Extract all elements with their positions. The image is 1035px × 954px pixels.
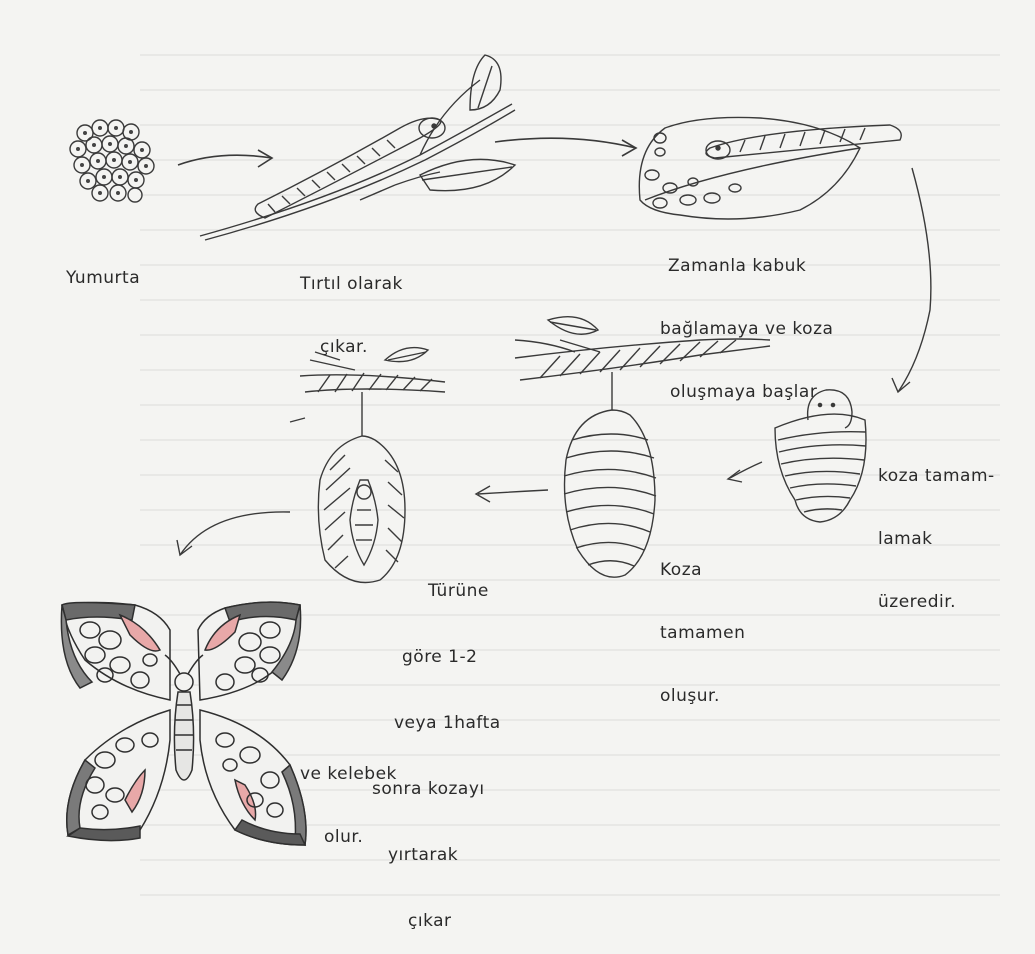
cocoon-forming-label-line-3: üzeredir. [878,592,995,613]
cocoon-complete-label: Koza tamamen oluşur. [660,518,745,728]
complete-cocoon-icon [564,410,656,577]
butterfly-icon [61,602,306,845]
arrow-hatching-to-butterfly [177,512,290,555]
arrow-forming-to-complete [728,462,762,482]
arrow-leaf-to-forming-cocoon [892,168,931,392]
leaf-attach-label: Zamanla kabuk bağlamaya ve koza oluşmaya… [660,214,833,424]
caterpillar-branch [200,55,515,240]
eggs-label: Yumurta [66,226,140,310]
eggs-label-text: Yumurta [66,268,140,289]
cocoon-forming-label-line-1: koza tamam- [878,466,995,487]
cocoon-forming-label-line-2: lamak [878,529,995,550]
hatching-label-line-1: Türüne [372,580,501,602]
arrow-caterpillar-to-leaf [495,138,636,156]
cocoon-complete-label-line-1: Koza [660,560,745,581]
caterpillar-icon [255,118,445,218]
egg-cluster [70,120,154,202]
hatching-label-line-6: çıkar [372,910,501,932]
leaf-attach-label-line-3: oluşmaya başlar [660,382,833,403]
leaf-attach-label-line-2: bağlamaya ve koza [660,319,833,340]
leaf-attach-label-line-1: Zamanla kabuk [660,256,833,277]
butterfly-label-line-1: ve kelebek [300,764,397,785]
butterfly-label: ve kelebek olur. [300,722,397,869]
caterpillar-label: Tırtıl olarak çıkar. [300,232,403,379]
caterpillar-label-line-2: çıkar. [300,337,403,358]
cocoon-forming-label: koza tamam- lamak üzeredir. [878,424,995,634]
hatching-label-line-2: göre 1-2 [372,646,501,668]
cocoon-complete-label-line-2: tamamen [660,623,745,644]
arrow-eggs-to-caterpillar [178,150,272,167]
butterfly-label-line-2: olur. [300,827,397,848]
cocoon-complete-label-line-3: oluşur. [660,686,745,707]
caterpillar-label-line-1: Tırtıl olarak [300,274,403,295]
drawing-page: Yumurta Tırtıl olarak çıkar. Zamanla kab… [0,0,1035,920]
leaf-with-caterpillar [639,117,901,219]
arrow-complete-to-hatching [476,486,548,502]
small-arrow-mark [290,418,305,422]
